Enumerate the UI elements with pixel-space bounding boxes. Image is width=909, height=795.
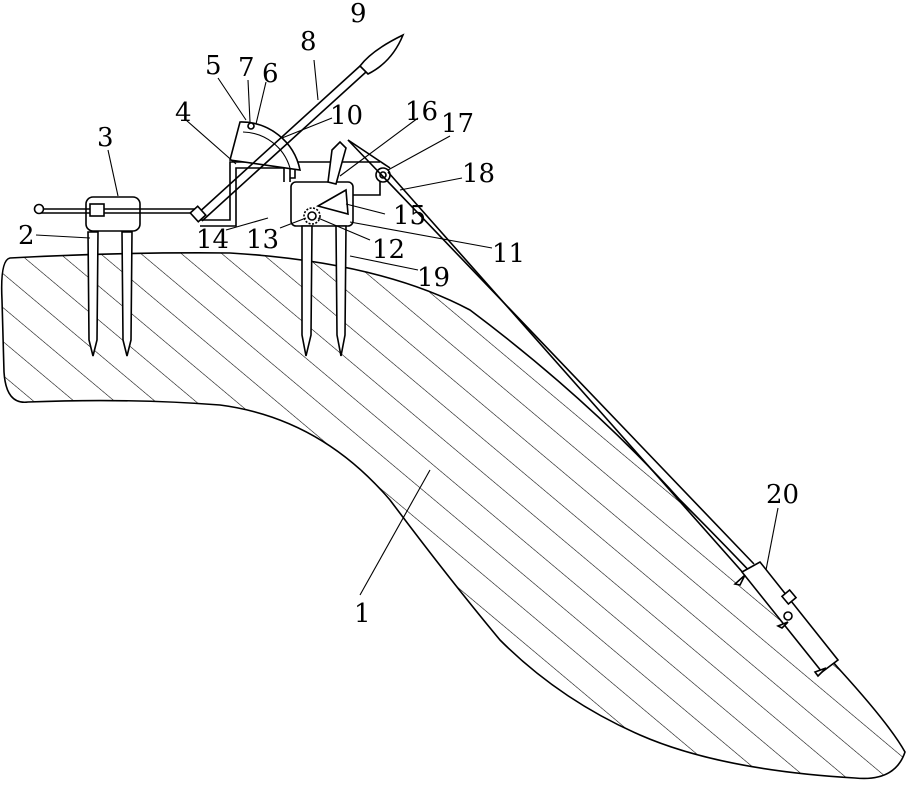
label-10: 10 xyxy=(330,101,363,131)
label-16: 16 xyxy=(405,97,438,127)
label-1: 1 xyxy=(354,599,371,629)
label-8: 8 xyxy=(300,27,317,57)
label-12: 12 xyxy=(372,235,405,265)
label-17: 17 xyxy=(441,109,474,139)
label-18: 18 xyxy=(462,159,495,189)
slope-body xyxy=(0,240,909,795)
label-15: 15 xyxy=(393,201,426,231)
label-4: 4 xyxy=(175,98,192,128)
label-13: 13 xyxy=(246,225,279,255)
label-11: 11 xyxy=(492,239,525,269)
label-14: 14 xyxy=(196,225,229,255)
label-6: 6 xyxy=(262,59,279,89)
label-7: 7 xyxy=(238,53,255,83)
label-9: 9 xyxy=(350,0,367,29)
lever-arm xyxy=(328,142,346,184)
label-3: 3 xyxy=(97,123,114,153)
label-19: 19 xyxy=(417,263,450,293)
label-2: 2 xyxy=(18,221,35,251)
label-20: 20 xyxy=(766,480,799,510)
label-5: 5 xyxy=(205,51,222,81)
